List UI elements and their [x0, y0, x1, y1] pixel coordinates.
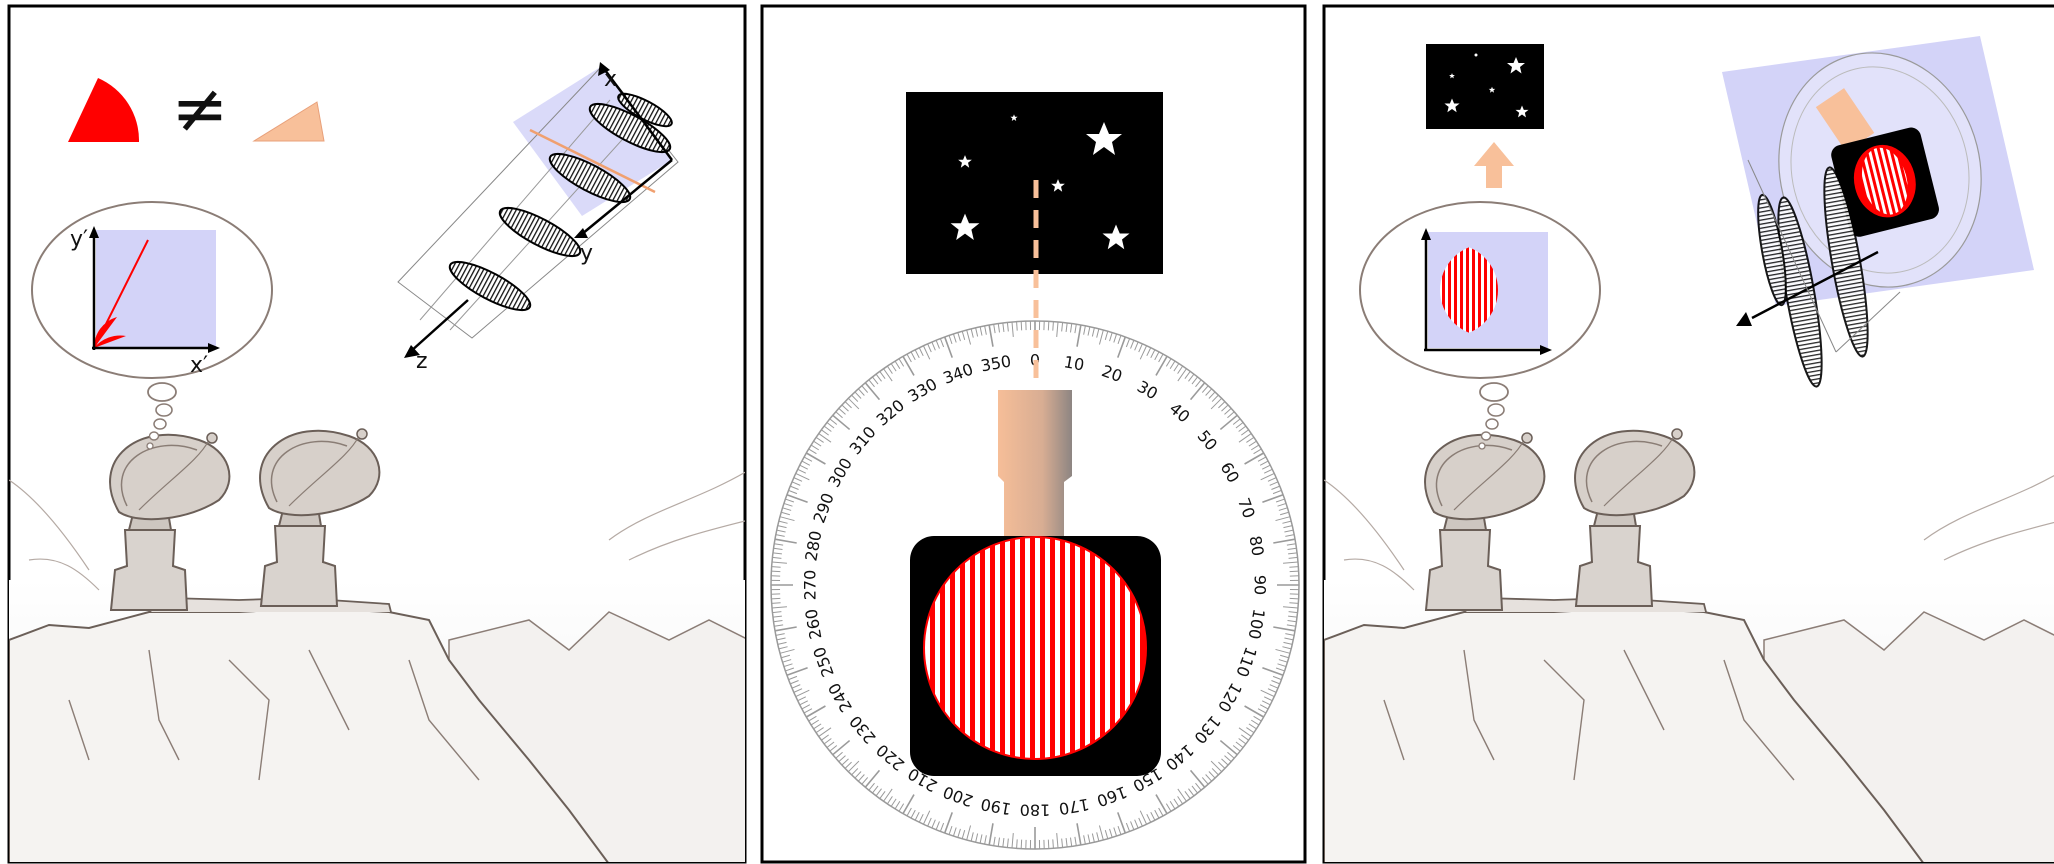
polarizer-icon — [924, 537, 1146, 759]
small-star-field — [1426, 44, 1544, 129]
plot-area — [96, 230, 216, 348]
protractor-tick — [1289, 603, 1298, 604]
protractor-tick — [772, 567, 781, 568]
protractor-tick — [1017, 322, 1018, 331]
protractor-label: 180 — [1020, 801, 1051, 820]
x-prime-label: x′ — [190, 353, 208, 378]
not-equal-symbol: ≠ — [172, 70, 229, 149]
y-prime-label: y′ — [70, 227, 88, 252]
protractor-tick — [1053, 839, 1054, 848]
protractor-label: 80 — [1245, 534, 1267, 557]
x-label: x — [604, 67, 617, 92]
panel-3 — [1324, 6, 2054, 864]
protractor-tick — [772, 603, 781, 604]
protractor-tick — [1053, 322, 1054, 331]
protractor-tick — [1289, 567, 1298, 568]
protractor-label: 270 — [801, 570, 820, 601]
y-label: y — [580, 241, 593, 266]
protractor-label: 90 — [1251, 575, 1270, 595]
panel-2: 0102030405060708090100110120130140150160… — [762, 6, 1305, 862]
protractor-tick — [1017, 839, 1018, 848]
protractor-label: 10 — [1062, 352, 1085, 374]
camera-tube — [998, 390, 1072, 540]
panel-1: ≠ y′ x′ — [9, 6, 749, 864]
z-label: z — [416, 349, 428, 374]
